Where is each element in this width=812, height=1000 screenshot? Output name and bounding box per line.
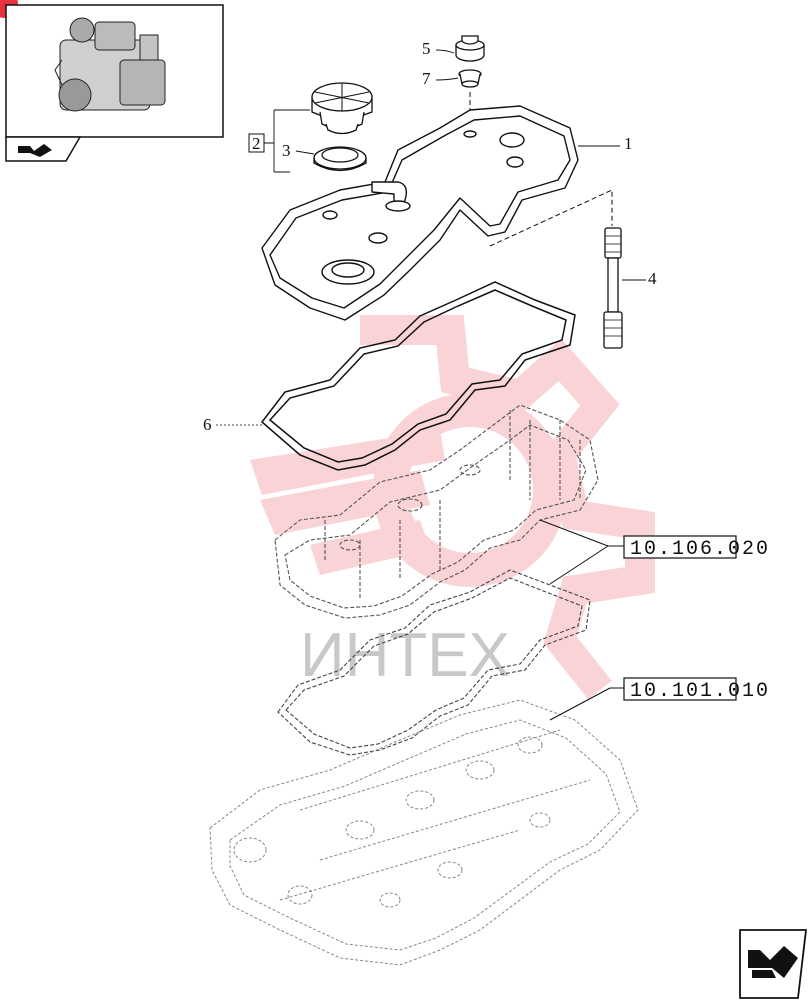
callout-2: 2 (248, 109, 310, 173)
part-7-grommet[interactable] (458, 69, 482, 88)
part-3-seal-ring[interactable] (313, 146, 367, 172)
part-2-filler-cap[interactable] (311, 82, 373, 135)
stud-axis-line (489, 189, 613, 247)
svg-text:6: 6 (203, 415, 212, 434)
engine-thumbnail-icon (54, 17, 166, 112)
svg-text:3: 3 (282, 141, 291, 160)
part-4-stud[interactable] (603, 227, 623, 349)
part-6-gasket[interactable] (260, 281, 576, 471)
next-page-button[interactable] (739, 929, 808, 999)
callout-3: 3 (282, 141, 315, 160)
watermark-text: ИНТЕХ (300, 621, 510, 690)
svg-text:5: 5 (422, 39, 431, 58)
phantom-cylinder-head (209, 699, 639, 966)
phantom-rocker-housing (274, 404, 599, 619)
callout-5: 5 (422, 39, 455, 58)
svg-text:4: 4 (648, 269, 657, 288)
svg-text:7: 7 (422, 69, 431, 88)
callout-6: 6 (203, 415, 264, 434)
callout-7: 7 (422, 69, 459, 88)
reference-10-101-010[interactable]: 10.101.010 (549, 677, 770, 721)
svg-text:1: 1 (624, 134, 633, 153)
svg-text:2: 2 (252, 134, 261, 153)
callout-1: 1 (624, 134, 633, 153)
engine-thumbnail[interactable] (5, 4, 224, 162)
forward-arrow-icon (18, 144, 52, 157)
phantom-lower-gasket (277, 569, 591, 756)
reference-10-106-020[interactable]: 10.106.020 (539, 519, 770, 585)
next-page-arrow-icon (748, 946, 798, 978)
callout-4: 4 (622, 269, 657, 288)
svg-text:10.106.020: 10.106.020 (630, 538, 770, 561)
part-5-nut[interactable] (455, 35, 485, 62)
svg-text:10.101.010: 10.101.010 (630, 680, 770, 703)
part-1-valve-cover[interactable] (261, 105, 579, 321)
watermark-logo (250, 315, 655, 700)
